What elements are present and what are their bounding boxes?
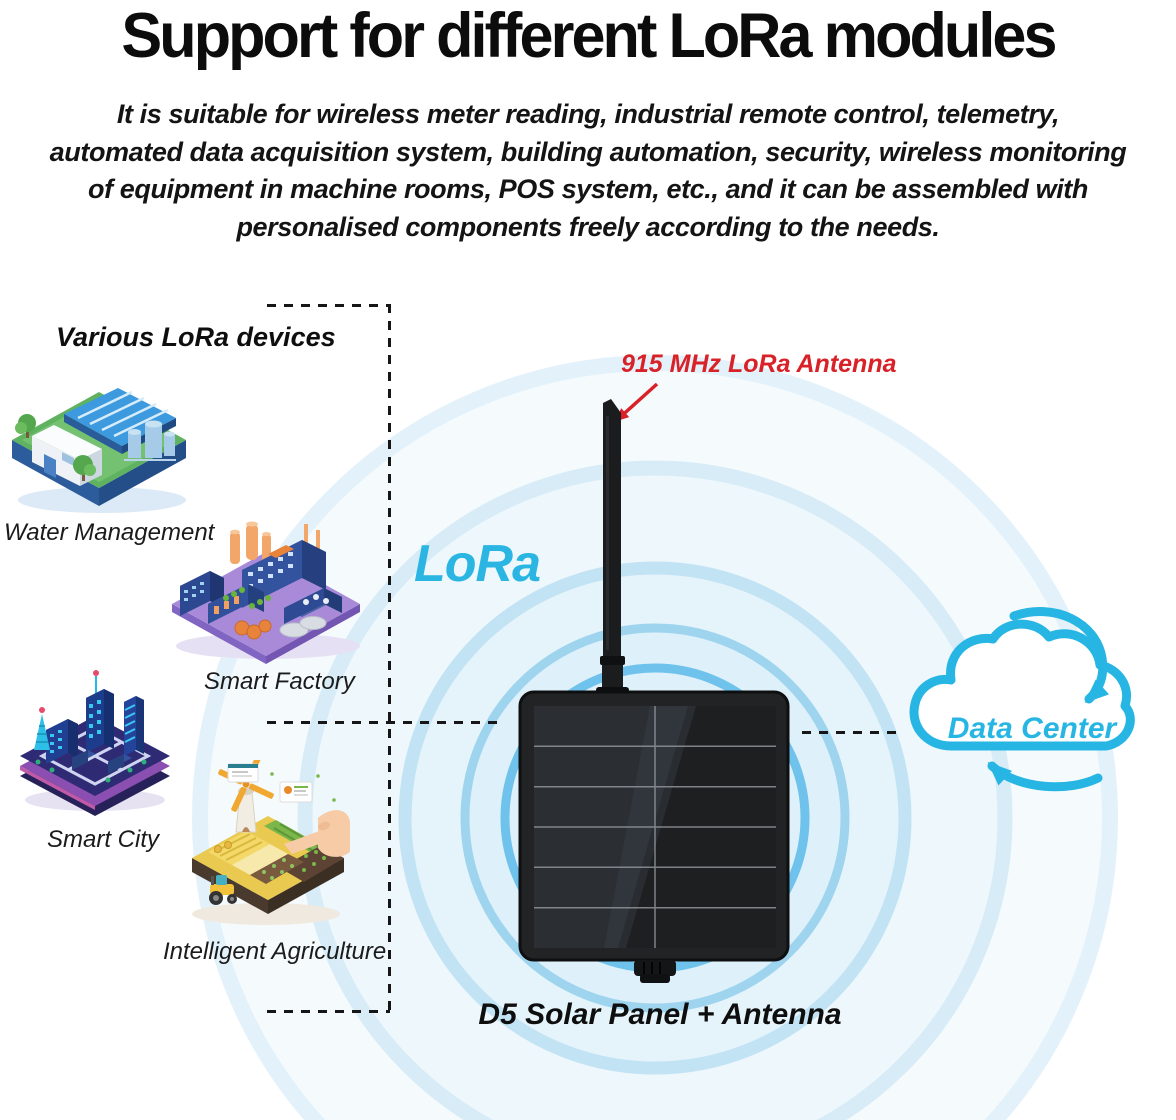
- devices-heading: Various LoRa devices: [56, 322, 336, 352]
- device-caption: D5 Solar Panel + Antenna: [478, 998, 842, 1031]
- subtitle-line-3: of equipment in machine rooms, POS syste…: [88, 174, 1088, 204]
- data-center-cloud-icon: [909, 607, 1135, 792]
- device-label-water-management: Water Management: [4, 519, 215, 546]
- bracket-vertical-dash: [388, 304, 391, 1013]
- lora-antenna-icon: [596, 399, 629, 699]
- bracket-top-dash: [267, 304, 390, 307]
- solar-panel-icon: [518, 690, 790, 983]
- subtitle-line-2: automated data acquisition system, build…: [49, 136, 1127, 167]
- smart-city-illustration: [20, 670, 170, 816]
- page-subtitle: It is suitable for wireless meter readin…: [0, 96, 1176, 246]
- data-center-label: Data Center: [947, 712, 1117, 745]
- panel-to-cloud-dash: [802, 731, 898, 734]
- solar-panel-device: [518, 399, 790, 983]
- smart-factory-illustration: [172, 521, 360, 664]
- bracket-bottom-dash: [267, 1010, 390, 1013]
- device-label-intelligent-agriculture: Intelligent Agriculture: [163, 938, 387, 965]
- subtitle-line-4: personalised components freely according…: [236, 211, 940, 242]
- antenna-callout-label: 915 MHz LoRa Antenna: [621, 350, 897, 378]
- water-management-illustration: [12, 388, 186, 513]
- subtitle-line-1: It is suitable for wireless meter readin…: [116, 99, 1060, 129]
- bracket-middle-dash: [267, 721, 505, 724]
- intelligent-agriculture-illustration: [192, 760, 350, 925]
- device-label-smart-city: Smart City: [47, 826, 160, 853]
- device-label-smart-factory: Smart Factory: [204, 668, 355, 695]
- page-title: Support for different LoRa modules: [121, 1, 1057, 71]
